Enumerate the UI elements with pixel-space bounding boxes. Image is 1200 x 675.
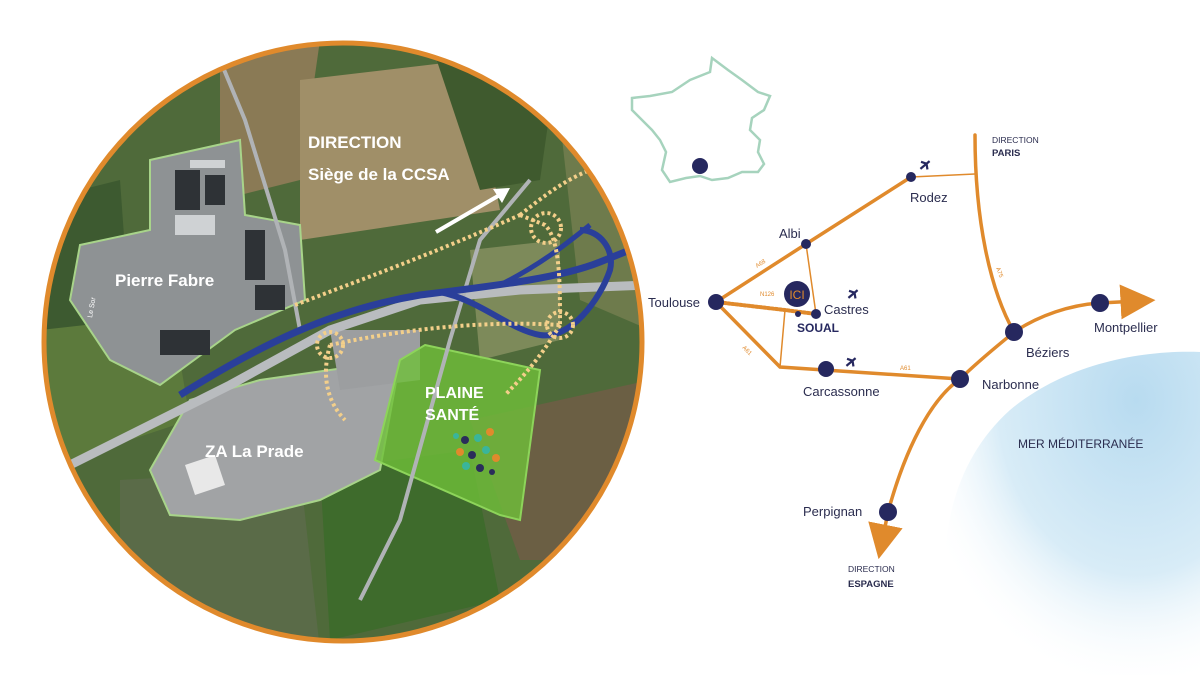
road-to-perpignan <box>868 377 962 560</box>
road-rodez-junction <box>910 173 976 178</box>
airplane-icon-rodez <box>919 160 931 170</box>
direction-arrow <box>434 188 510 234</box>
city-dot-toulouse <box>708 294 724 310</box>
soual-label: SOUAL <box>797 321 839 335</box>
road-label-n126: N126 <box>760 292 775 298</box>
city-dot-rodez <box>906 172 916 182</box>
local-road <box>358 178 532 601</box>
france-outline <box>630 55 772 184</box>
aerial-circle-border <box>41 40 645 644</box>
city-dot-perpignan <box>879 503 897 521</box>
city-dot-beziers <box>1005 323 1023 341</box>
city-label-montpellier: Montpellier <box>1094 320 1158 335</box>
city-markers <box>708 172 1109 521</box>
field <box>220 44 320 200</box>
aerial-view: DIRECTION Siège de la CCSA Pierre Fabre … <box>41 40 645 644</box>
road-albi-castres <box>805 243 817 315</box>
ici-marker: ICI <box>784 281 810 307</box>
za-la-prade-label: ZA La Prade <box>205 442 304 461</box>
city-label-castres: Castres <box>824 302 869 317</box>
local-road <box>218 59 302 331</box>
highway-interchange <box>439 227 614 339</box>
city-dot-castres <box>811 309 821 319</box>
city-label-rodez: Rodez <box>910 190 948 205</box>
direction-paris-line1: DIRECTION <box>992 135 1039 145</box>
road-paris-beziers <box>973 133 1016 334</box>
direction-ccsa-line2: Siège de la CCSA <box>308 165 450 184</box>
plaine-sante-zone <box>373 343 542 522</box>
road-label-a61: A61 <box>741 345 753 357</box>
road-number-labels: A68 N126 A61 A61 A75 <box>741 258 1004 372</box>
pierre-fabre-zone <box>68 138 307 387</box>
direction-espagne-line2: ESPAGNE <box>848 579 894 590</box>
road-toulouse-rodez <box>714 175 913 304</box>
city-label-narbonne: Narbonne <box>982 377 1039 392</box>
city-label-toulouse: Toulouse <box>648 295 700 310</box>
city-label-perpignan: Perpignan <box>803 504 862 519</box>
mediterranean-sea <box>944 351 1200 675</box>
sea-label: MER MÉDITERRANÉE <box>1018 436 1143 451</box>
pierre-fabre-label: Pierre Fabre <box>115 271 214 290</box>
city-label-beziers: Béziers <box>1026 345 1070 360</box>
road-label-a68: A68 <box>755 258 768 269</box>
ici-label: ICI <box>789 288 804 302</box>
city-dot-albi <box>801 239 811 249</box>
city-dot-soual <box>795 311 801 317</box>
highway-ramp <box>498 223 592 288</box>
pierre-fabre-buildings <box>160 170 285 355</box>
city-dot-montpellier <box>1091 294 1109 312</box>
direction-paris-line2: PARIS <box>992 148 1020 159</box>
field <box>300 60 500 240</box>
city-dot-narbonne <box>951 370 969 388</box>
city-label-albi: Albi <box>779 226 801 241</box>
direction-ccsa-line1: DIRECTION <box>308 133 402 152</box>
plaine-sante-line1: PLAINE <box>425 385 484 402</box>
road-label-le-sor: Le Sor <box>87 296 98 318</box>
plaine-sante-line2: SANTÉ <box>425 405 480 424</box>
highway <box>178 238 641 398</box>
city-label-carcassonne: Carcassonne <box>803 384 880 399</box>
direction-espagne-line1: DIRECTION <box>848 564 895 574</box>
city-dot-carcassonne <box>818 361 834 377</box>
za-building <box>185 455 225 495</box>
airplane-icon-carcassonne <box>845 357 857 367</box>
planned-roads <box>294 168 591 422</box>
airplane-icon-castres <box>847 289 859 299</box>
road-soual-carcassonne <box>779 309 786 368</box>
pierre-fabre-roofs <box>175 160 225 235</box>
airplane-icons <box>845 160 931 367</box>
grey-road <box>57 280 641 475</box>
construction-zone <box>470 240 560 360</box>
france-location-dot <box>692 158 708 174</box>
plaine-sante-dots <box>453 428 500 475</box>
road-label-a75: A75 <box>994 267 1004 280</box>
road-label-a61-east: A61 <box>900 366 911 372</box>
